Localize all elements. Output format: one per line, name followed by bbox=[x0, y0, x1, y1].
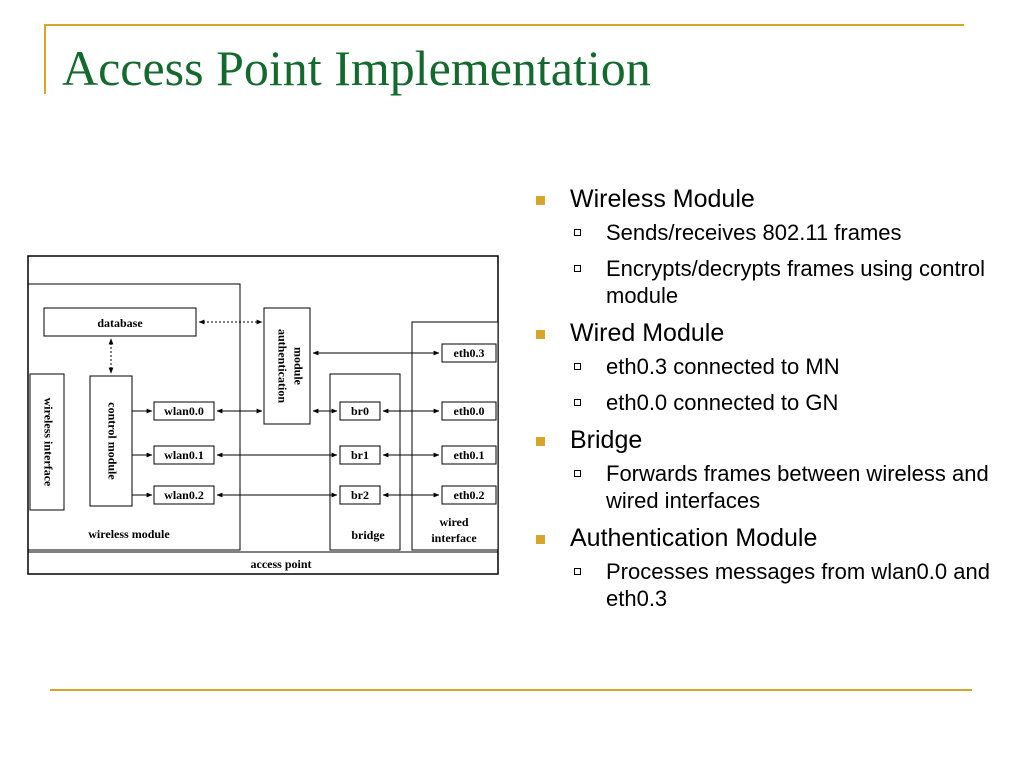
sub-bullet-text: eth0.0 connected to GN bbox=[606, 390, 839, 415]
br2-box bbox=[339, 485, 381, 505]
bullet-wired-module: Wired Module eth0.3 connected to MN eth0… bbox=[534, 318, 1004, 416]
wired-interface-label-line1: wired bbox=[439, 515, 468, 529]
eth00-box bbox=[441, 401, 497, 421]
hollow-square-bullet-icon bbox=[574, 470, 581, 477]
wireless-module-label: wireless module bbox=[88, 527, 170, 541]
square-bullet-icon bbox=[536, 535, 545, 544]
frame-bottom-rule bbox=[50, 689, 972, 691]
authentication-module-label-line2: module bbox=[291, 347, 305, 386]
control-module-box bbox=[89, 375, 133, 507]
sub-bullet-text: Forwards frames between wireless and wir… bbox=[606, 461, 989, 513]
bullet-list: Wireless Module Sends/receives 802.11 fr… bbox=[534, 184, 1004, 621]
br0-box bbox=[339, 401, 381, 421]
sub-bullet-text: Encrypts/decrypts frames using control m… bbox=[606, 256, 986, 308]
bullet-wireless-module: Wireless Module Sends/receives 802.11 fr… bbox=[534, 184, 1004, 309]
bullet-bridge: Bridge Forwards frames between wireless … bbox=[534, 425, 1004, 514]
hollow-square-bullet-icon bbox=[574, 265, 581, 272]
wlan02-box bbox=[153, 485, 215, 505]
eth03-label: eth0.3 bbox=[454, 346, 485, 360]
slide-title: Access Point Implementation bbox=[62, 40, 651, 96]
wlan00-box bbox=[153, 401, 215, 421]
eth02-box bbox=[441, 485, 497, 505]
sub-bullet: Processes messages from wlan0.0 and eth0… bbox=[570, 558, 1004, 612]
sub-bullet: Sends/receives 802.11 frames bbox=[570, 219, 1004, 246]
sub-bullet: eth0.3 connected to MN bbox=[570, 353, 1004, 380]
bullet-text: Wired Module bbox=[570, 319, 725, 347]
control-module-label: control module bbox=[105, 402, 119, 480]
sub-bullet-text: Sends/receives 802.11 frames bbox=[606, 220, 902, 245]
access-point-diagram: access point wireless module database wi… bbox=[24, 252, 504, 587]
eth00-label: eth0.0 bbox=[454, 404, 485, 418]
bullet-authentication-module: Authentication Module Processes messages… bbox=[534, 523, 1004, 612]
eth02-label: eth0.2 bbox=[454, 488, 485, 502]
sub-bullet-list: eth0.3 connected to MN eth0.0 connected … bbox=[570, 353, 1004, 416]
hollow-square-bullet-icon bbox=[574, 399, 581, 406]
square-bullet-icon bbox=[536, 437, 545, 446]
sub-bullet-list: Sends/receives 802.11 frames Encrypts/de… bbox=[570, 219, 1004, 309]
authentication-module-box bbox=[263, 307, 311, 425]
sub-bullet: eth0.0 connected to GN bbox=[570, 389, 1004, 416]
database-box bbox=[43, 307, 197, 337]
authentication-module-label-line1: authentication bbox=[275, 329, 289, 403]
sub-bullet: Forwards frames between wireless and wir… bbox=[570, 460, 1004, 514]
br1-label: br1 bbox=[351, 448, 369, 462]
bridge-label: bridge bbox=[351, 528, 385, 542]
wlan02-label: wlan0.2 bbox=[164, 488, 204, 502]
bullet-text: Wireless Module bbox=[570, 185, 755, 213]
frame-left-rule bbox=[44, 24, 46, 94]
bullet-text: Authentication Module bbox=[570, 524, 818, 552]
wireless-interface-box bbox=[29, 373, 65, 511]
square-bullet-icon bbox=[536, 330, 545, 339]
br1-box bbox=[339, 445, 381, 465]
sub-bullet-list: Forwards frames between wireless and wir… bbox=[570, 460, 1004, 514]
eth01-box bbox=[441, 445, 497, 465]
access-point-label: access point bbox=[251, 557, 312, 571]
br0-label: br0 bbox=[351, 404, 369, 418]
eth03-box bbox=[441, 343, 497, 363]
hollow-square-bullet-icon bbox=[574, 568, 581, 575]
wired-interface-label-line2: interface bbox=[431, 531, 477, 545]
wireless-module-box bbox=[27, 283, 241, 551]
database-label: database bbox=[97, 316, 143, 330]
br2-label: br2 bbox=[351, 488, 369, 502]
eth01-label: eth0.1 bbox=[454, 448, 485, 462]
sub-bullet-text: eth0.3 connected to MN bbox=[606, 354, 840, 379]
wireless-interface-label: wireless interface bbox=[41, 398, 55, 487]
wlan01-box bbox=[153, 445, 215, 465]
hollow-square-bullet-icon bbox=[574, 363, 581, 370]
wlan01-label: wlan0.1 bbox=[164, 448, 204, 462]
sub-bullet-text: Processes messages from wlan0.0 and eth0… bbox=[606, 559, 990, 611]
frame-top-rule bbox=[44, 24, 964, 26]
bullet-text: Bridge bbox=[570, 426, 643, 454]
wlan00-label: wlan0.0 bbox=[164, 404, 204, 418]
diagram-svg: access point wireless module database wi… bbox=[27, 255, 499, 575]
sub-bullet: Encrypts/decrypts frames using control m… bbox=[570, 255, 1004, 309]
square-bullet-icon bbox=[536, 196, 545, 205]
hollow-square-bullet-icon bbox=[574, 229, 581, 236]
sub-bullet-list: Processes messages from wlan0.0 and eth0… bbox=[570, 558, 1004, 612]
